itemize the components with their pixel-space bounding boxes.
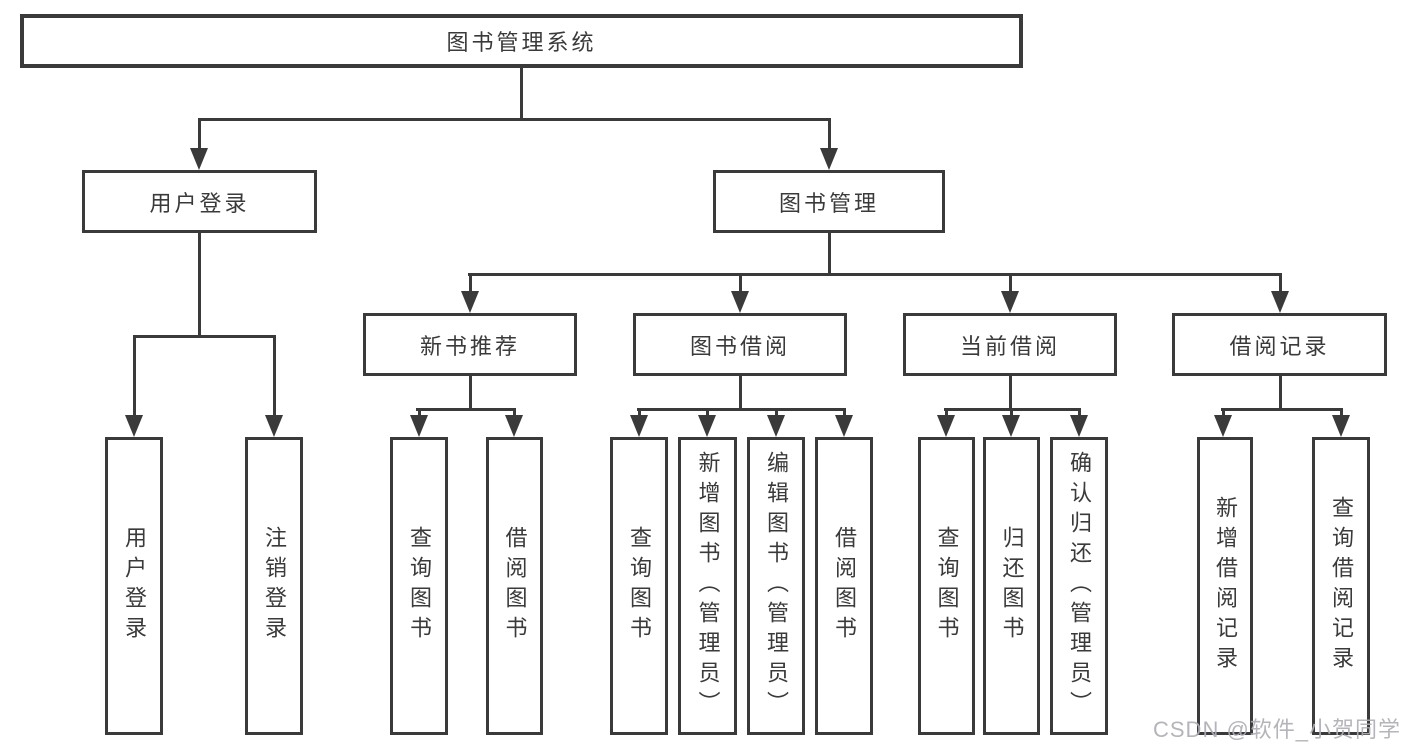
leaf-query-borrow-record-label: 查询借阅记录 <box>1329 496 1354 676</box>
node-book-borrowing-label: 图书借阅 <box>689 333 790 359</box>
leaf-query-books-current: 查询图书 <box>918 437 975 735</box>
connector-to-current-borrow <box>1009 273 1012 295</box>
connector-to-borrow-records <box>1279 273 1282 295</box>
connector-to-borrow-b <box>843 408 846 420</box>
leaf-user-login: 用户登录 <box>105 437 163 735</box>
leaf-add-books-admin-label: 新增图书（管理员） <box>695 451 721 721</box>
node-user-login-label: 用户登录 <box>149 190 250 216</box>
arrowhead-book-borrow <box>731 291 749 313</box>
leaf-confirm-return-admin: 确认归还（管理员） <box>1050 437 1108 735</box>
arrowhead-query-a <box>410 415 428 437</box>
node-borrowing-records-label: 借阅记录 <box>1229 333 1330 359</box>
connector-to-new-book <box>469 273 472 295</box>
leaf-logout: 注销登录 <box>245 437 303 735</box>
connector-to-return-book <box>1010 408 1013 420</box>
leaf-query-books-borrowing-label: 查询图书 <box>627 526 652 646</box>
arrowhead-current-borrow <box>1001 291 1019 313</box>
arrowhead-user-login <box>190 148 208 170</box>
connector-level2-branch <box>468 273 1282 276</box>
node-book-management-label: 图书管理 <box>778 190 879 216</box>
leaf-add-borrow-record-label: 新增借阅记录 <box>1213 496 1238 676</box>
connector-to-edit-book <box>775 408 778 420</box>
connector-user-login-stem <box>198 232 201 336</box>
connector-to-book-mgmt <box>828 118 831 152</box>
leaf-return-books: 归还图书 <box>983 437 1040 735</box>
connector-to-add-book <box>706 408 709 420</box>
connector-to-query-c <box>945 408 948 420</box>
leaf-borrow-books-borrowing: 借阅图书 <box>815 437 873 735</box>
connector-level1-branch <box>198 118 831 121</box>
arrowhead-leaf-logout <box>265 415 283 437</box>
connector-book-borrow-stem <box>739 374 742 410</box>
leaf-borrow-books-borrowing-label: 借阅图书 <box>832 526 857 646</box>
arrowhead-borrow-b <box>835 415 853 437</box>
arrowhead-add-book <box>698 415 716 437</box>
node-new-book-recommend: 新书推荐 <box>363 313 577 376</box>
leaf-borrow-books-recommend: 借阅图书 <box>486 437 543 735</box>
leaf-confirm-return-admin-label: 确认归还（管理员） <box>1067 451 1092 721</box>
connector-to-leaf-user-login <box>133 335 136 419</box>
connector-root-stem <box>520 67 523 120</box>
connector-user-login-branch <box>133 335 276 338</box>
leaf-edit-books-admin-label: 编辑图书（管理员） <box>764 451 789 721</box>
leaf-query-books-current-label: 查询图书 <box>934 526 960 646</box>
arrowhead-borrow-a <box>505 415 523 437</box>
connector-current-stem <box>1009 374 1012 410</box>
node-new-book-recommend-label: 新书推荐 <box>419 333 520 359</box>
leaf-query-books-recommend: 查询图书 <box>390 437 448 735</box>
arrowhead-edit-book <box>767 415 785 437</box>
connector-to-confirm-return <box>1078 408 1081 420</box>
leaf-logout-label: 注销登录 <box>262 526 287 646</box>
connector-to-query-record <box>1340 408 1343 420</box>
node-borrowing-records: 借阅记录 <box>1172 313 1387 376</box>
node-book-management: 图书管理 <box>713 170 945 233</box>
connector-to-user-login <box>198 118 201 152</box>
arrowhead-query-c <box>937 415 955 437</box>
connector-book-mgmt-stem <box>828 232 831 275</box>
leaf-return-books-label: 归还图书 <box>999 526 1025 646</box>
leaf-add-borrow-record: 新增借阅记录 <box>1197 437 1253 735</box>
connector-to-book-borrow <box>739 273 742 295</box>
node-library-system: 图书管理系统 <box>20 14 1023 68</box>
node-current-borrowing: 当前借阅 <box>903 313 1117 376</box>
leaf-query-books-borrowing: 查询图书 <box>610 437 668 735</box>
arrowhead-leaf-user-login <box>125 415 143 437</box>
arrowhead-add-record <box>1214 415 1232 437</box>
connector-to-query-b <box>638 408 641 420</box>
leaf-edit-books-admin: 编辑图书（管理员） <box>747 437 805 735</box>
arrowhead-confirm-return <box>1070 415 1088 437</box>
arrowhead-new-book <box>461 291 479 313</box>
connector-to-leaf-logout <box>273 335 276 419</box>
leaf-query-books-recommend-label: 查询图书 <box>407 526 432 646</box>
leaf-borrow-books-recommend-label: 借阅图书 <box>502 526 528 646</box>
arrowhead-query-record <box>1332 415 1350 437</box>
node-user-login: 用户登录 <box>82 170 317 233</box>
connector-records-stem <box>1279 374 1282 410</box>
connector-new-book-stem <box>469 374 472 410</box>
leaf-query-borrow-record: 查询借阅记录 <box>1312 437 1370 735</box>
node-library-system-label: 图书管理系统 <box>446 30 597 55</box>
arrowhead-book-mgmt <box>820 148 838 170</box>
connector-to-borrow-a <box>513 408 516 420</box>
connector-to-query-a <box>418 408 421 420</box>
node-book-borrowing: 图书借阅 <box>633 313 847 376</box>
arrowhead-query-b <box>630 415 648 437</box>
connector-book-borrow-branch <box>637 408 846 411</box>
leaf-add-books-admin: 新增图书（管理员） <box>678 437 737 735</box>
node-current-borrowing-label: 当前借阅 <box>959 333 1060 359</box>
arrowhead-return-book <box>1002 415 1020 437</box>
leaf-user-login-label: 用户登录 <box>122 526 147 646</box>
connector-new-book-branch <box>416 408 515 411</box>
csdn-watermark: CSDN @软件_小贺同学 <box>1153 717 1402 742</box>
connector-records-branch <box>1221 408 1343 411</box>
connector-to-add-record <box>1222 408 1225 420</box>
arrowhead-borrow-records <box>1271 291 1289 313</box>
